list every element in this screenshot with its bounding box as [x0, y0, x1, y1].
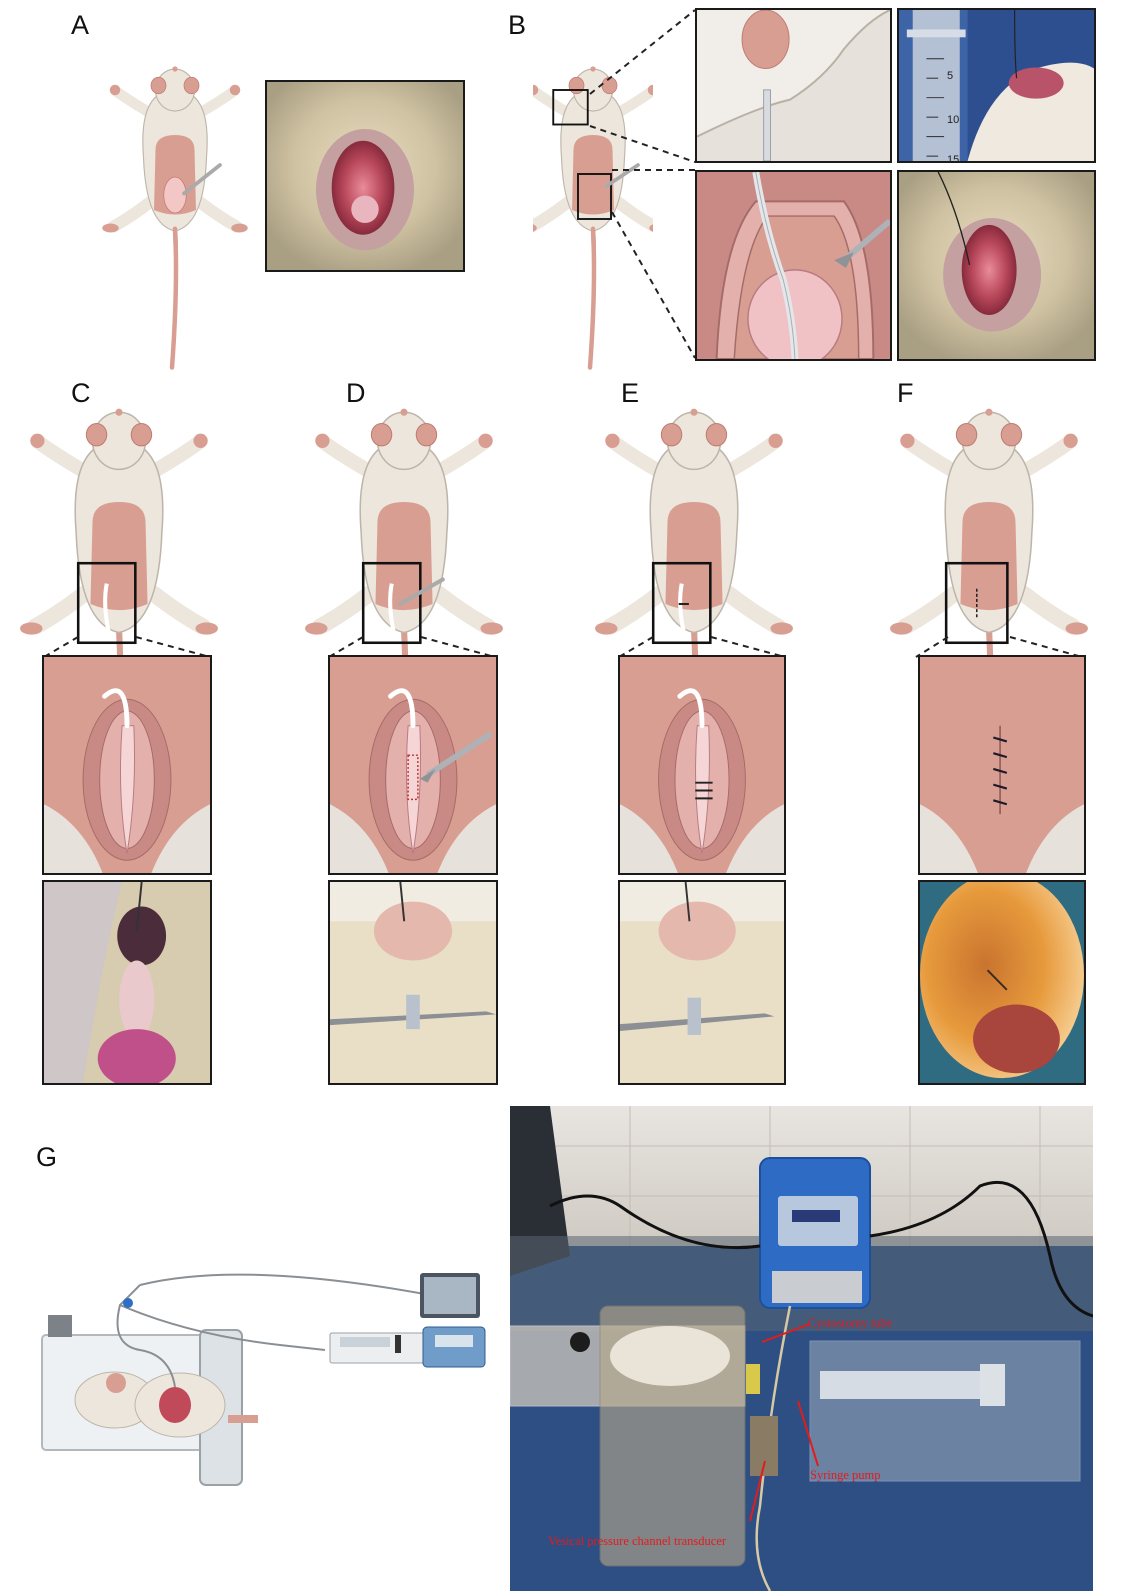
rat-illustration-e [590, 400, 798, 655]
zoom-neck-catheter [695, 8, 892, 163]
rat-illustration-f [885, 400, 1093, 655]
syringe-tick-5: 5 [947, 70, 953, 82]
zoom-bladder-catheter [695, 170, 892, 361]
panel-label-b: B [508, 10, 526, 41]
zoom-sutures-f [918, 655, 1086, 875]
zoom-leader-lines-b [580, 0, 700, 370]
rat-illustration-d [300, 400, 508, 655]
syringe-tick-15: 15 [947, 154, 959, 163]
photo-closure-f [918, 880, 1086, 1085]
panel-label-a: A [71, 10, 89, 41]
cystometry-setup-illustration [40, 1265, 490, 1490]
annotation-syringe-pump: Syringe pump [810, 1468, 880, 1483]
photo-urethra-c [42, 880, 212, 1085]
photo-syringe-b: 5 10 15 [897, 8, 1096, 163]
annotation-cystostomy-tube: Cystostomy tube [808, 1316, 892, 1331]
panel-label-g: G [36, 1142, 57, 1173]
photo-forceps-e [618, 880, 786, 1085]
photo-incision-a [265, 80, 465, 272]
annotation-transducer: Vesical pressure channel transducer [548, 1534, 726, 1549]
rat-illustration-c [15, 400, 223, 655]
zoom-urethra-e [618, 655, 786, 875]
syringe-tick-10: 10 [947, 114, 959, 126]
zoom-urethra-c [42, 655, 212, 875]
photo-forceps-d [328, 880, 498, 1085]
rat-illustration-a [100, 60, 250, 375]
zoom-urethra-d [328, 655, 498, 875]
photo-bladder-b [897, 170, 1096, 361]
photo-cystometry-setup: Cystostomy tube Syringe pump Vesical pre… [510, 1106, 1093, 1591]
